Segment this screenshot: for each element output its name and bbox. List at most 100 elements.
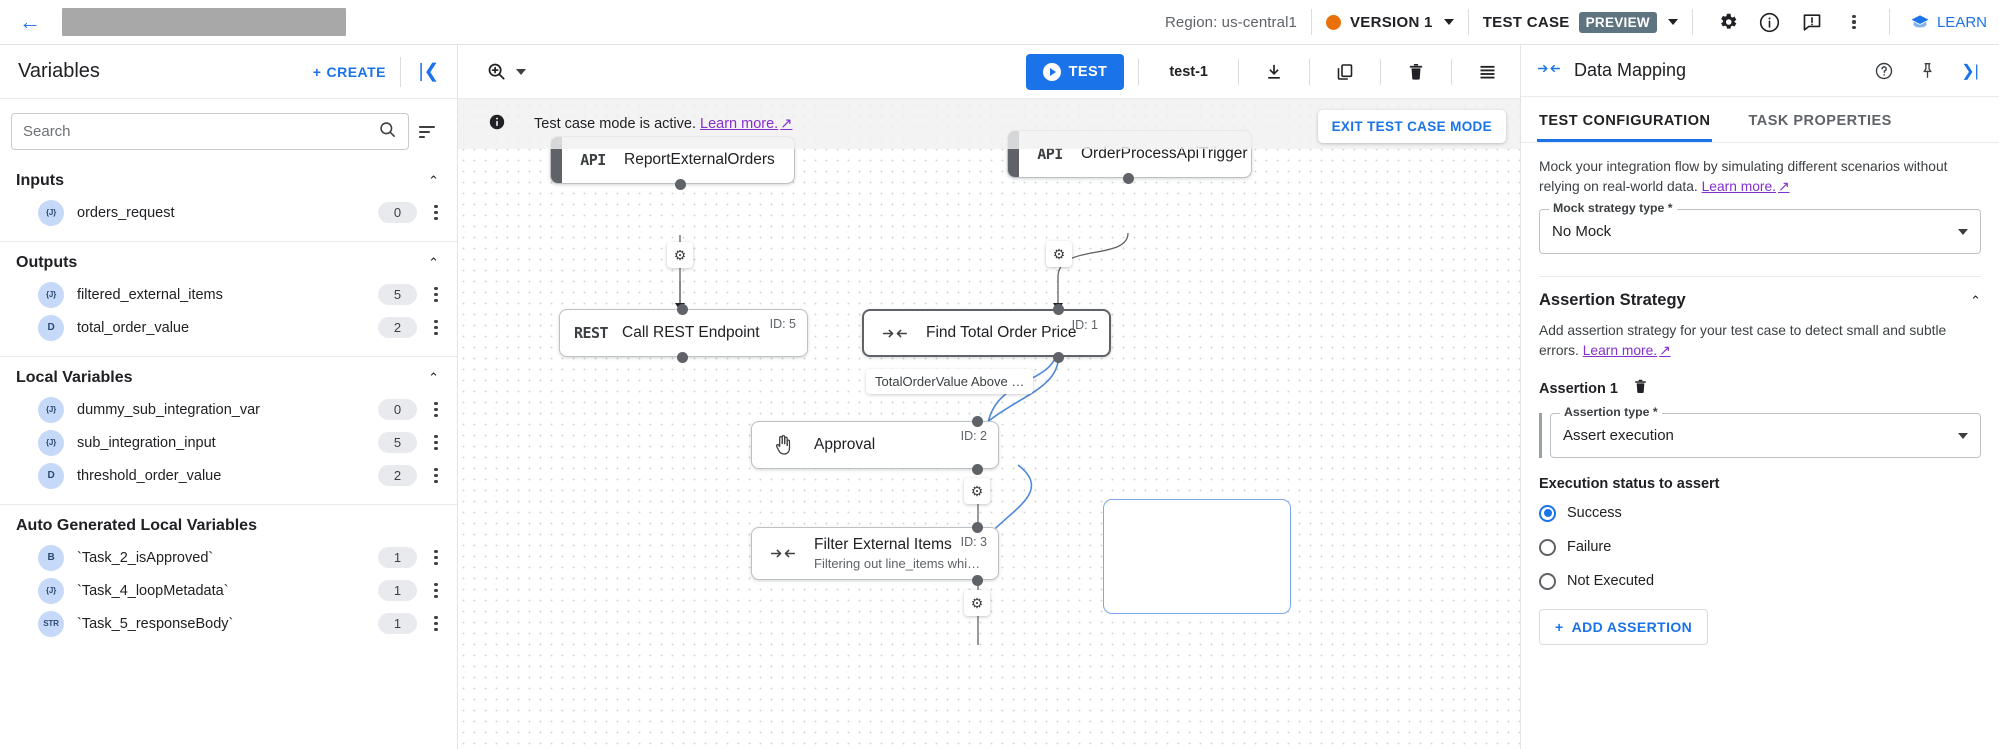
gear-icon[interactable] — [1707, 1, 1749, 43]
edge-gear-icon[interactable]: ⚙ — [964, 478, 990, 504]
collapse-right-icon[interactable]: ❯| — [1961, 62, 1979, 80]
variable-group-header[interactable]: Auto Generated Local Variables — [0, 505, 457, 541]
node-port[interactable] — [1053, 352, 1064, 363]
version-selector[interactable]: VERSION 1 — [1325, 14, 1454, 31]
radio-option-success[interactable]: Success — [1539, 501, 1981, 525]
variable-more-icon[interactable] — [425, 550, 447, 565]
external-link-icon[interactable]: ↗ — [1659, 342, 1671, 358]
mock-learn-more-link[interactable]: Learn more. — [1701, 178, 1776, 194]
variable-more-icon[interactable] — [425, 616, 447, 631]
tab-test-configuration[interactable]: TEST CONFIGURATION — [1537, 97, 1712, 142]
node-port[interactable] — [677, 304, 688, 315]
assertion-learn-more-link[interactable]: Learn more. — [1582, 342, 1658, 358]
node-call-rest-endpoint[interactable]: REST Call REST Endpoint ID: 5 — [559, 309, 808, 357]
selection-box[interactable] — [1103, 499, 1291, 614]
test-case-selector[interactable]: TEST CASE PREVIEW — [1483, 11, 1678, 33]
variable-row[interactable]: {J}`Task_4_loopMetadata`1 — [0, 574, 457, 607]
assertion-description: Add assertion strategy for your test cas… — [1539, 321, 1981, 360]
variable-name: filtered_external_items — [77, 286, 223, 303]
variable-more-icon[interactable] — [425, 402, 447, 417]
variable-more-icon[interactable] — [425, 287, 447, 302]
node-port[interactable] — [1123, 173, 1134, 184]
variable-more-icon[interactable] — [425, 435, 447, 450]
back-arrow-icon[interactable]: ← — [19, 9, 41, 34]
assertion-type-field[interactable]: Assertion type * Assert execution — [1539, 405, 1981, 459]
exit-test-case-mode-button[interactable]: EXIT TEST CASE MODE — [1317, 110, 1506, 143]
variable-group-header[interactable]: Outputs⌃ — [0, 242, 457, 278]
external-link-icon[interactable]: ↗ — [780, 116, 793, 132]
node-port[interactable] — [677, 352, 688, 363]
variable-type-badge: {J} — [38, 396, 64, 423]
pin-icon[interactable] — [1912, 56, 1942, 86]
info-icon[interactable] — [1749, 1, 1791, 43]
radio-option-failure[interactable]: Failure — [1539, 535, 1981, 559]
tab-task-properties[interactable]: TASK PROPERTIES — [1748, 113, 1892, 129]
add-assertion-button[interactable]: + ADD ASSERTION — [1539, 609, 1709, 646]
help-icon[interactable] — [1869, 56, 1899, 86]
zoom-control[interactable] — [486, 61, 526, 82]
mock-strategy-field[interactable]: Mock strategy type * No Mock — [1539, 201, 1981, 255]
assertion-type-select[interactable]: Assert execution — [1550, 413, 1981, 459]
collapse-left-icon[interactable]: |❮ — [418, 61, 440, 82]
redacted-title — [62, 8, 346, 36]
create-variable-button[interactable]: + CREATE — [313, 64, 400, 80]
edge-condition-label[interactable]: TotalOrderValue Above … — [866, 369, 1034, 394]
chevron-up-icon[interactable]: ⌃ — [428, 173, 439, 188]
node-approval[interactable]: Approval ID: 2 — [751, 421, 999, 469]
node-port[interactable] — [972, 464, 983, 475]
variable-group-header[interactable]: Inputs⌃ — [0, 160, 457, 196]
play-icon — [1042, 62, 1061, 81]
variable-row[interactable]: STR`Task_5_responseBody`1 — [0, 607, 457, 640]
node-find-total-order-price[interactable]: Find Total Order Price ID: 1 — [862, 309, 1111, 357]
assertion-strategy-header[interactable]: Assertion Strategy ⌃ — [1539, 276, 1981, 310]
node-filter-external-items[interactable]: Filter External Items Filtering out line… — [751, 527, 999, 580]
variable-more-icon[interactable] — [425, 205, 447, 220]
variable-group-header[interactable]: Local Variables⌃ — [0, 357, 457, 393]
edge-gear-icon[interactable]: ⚙ — [667, 242, 693, 268]
sort-icon[interactable] — [419, 125, 443, 138]
divider — [400, 56, 401, 87]
download-icon[interactable] — [1253, 51, 1295, 93]
radio-option-not-executed[interactable]: Not Executed — [1539, 569, 1981, 593]
chevron-up-icon[interactable]: ⌃ — [428, 255, 439, 270]
mock-strategy-select[interactable]: No Mock — [1539, 209, 1981, 255]
banner-learn-more-link[interactable]: Learn more. — [700, 116, 779, 132]
edge-gear-icon[interactable]: ⚙ — [1046, 241, 1072, 267]
variable-more-icon[interactable] — [425, 583, 447, 598]
test-case-name[interactable]: test-1 — [1169, 63, 1208, 80]
trash-icon[interactable] — [1632, 378, 1649, 400]
divider — [1888, 9, 1890, 35]
chevron-up-icon[interactable]: ⌃ — [428, 370, 439, 385]
variable-row[interactable]: B`Task_2_isApproved`1 — [0, 541, 457, 574]
chevron-up-icon[interactable]: ⌃ — [1970, 292, 1981, 308]
delete-icon[interactable] — [1395, 51, 1437, 93]
variable-more-icon[interactable] — [425, 320, 447, 335]
node-port[interactable] — [972, 575, 983, 586]
node-port[interactable] — [1053, 304, 1064, 315]
node-port[interactable] — [972, 416, 983, 427]
learn-button[interactable]: LEARN — [1910, 12, 1987, 32]
node-subtitle: Filtering out line_items whi… — [814, 556, 981, 571]
variable-count-badge: 1 — [378, 580, 417, 601]
search-box[interactable] — [11, 113, 409, 150]
flow-canvas[interactable]: TEST test-1 — [458, 45, 1520, 749]
variable-more-icon[interactable] — [425, 468, 447, 483]
external-link-icon[interactable]: ↗ — [1777, 178, 1790, 194]
run-test-button[interactable]: TEST — [1025, 53, 1125, 90]
variable-group-title: Auto Generated Local Variables — [16, 517, 257, 534]
search-input[interactable] — [23, 123, 378, 140]
more-vert-icon[interactable] — [1833, 1, 1875, 43]
hand-icon — [752, 434, 814, 456]
feedback-icon[interactable] — [1791, 1, 1833, 43]
edge-gear-icon[interactable]: ⚙ — [964, 590, 990, 616]
node-port[interactable] — [675, 179, 686, 190]
logs-icon[interactable] — [1466, 51, 1508, 93]
node-port[interactable] — [972, 522, 983, 533]
copy-icon[interactable] — [1324, 51, 1366, 93]
